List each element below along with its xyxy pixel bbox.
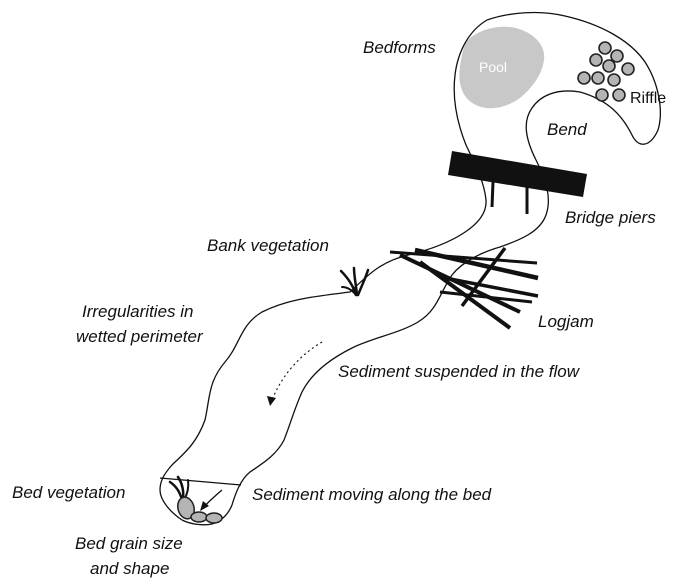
label-bed-vegetation: Bed vegetation <box>12 483 125 502</box>
logjam-logs <box>390 248 538 328</box>
channel-left-bank <box>160 20 487 520</box>
label-bed-grain-line2: and shape <box>90 559 169 578</box>
label-sediment-moving: Sediment moving along the bed <box>252 485 492 504</box>
suspended-sediment-arrow <box>272 342 322 400</box>
label-sediment-suspended: Sediment suspended in the flow <box>338 362 581 381</box>
label-irregularities-line1: Irregularities in <box>82 302 194 321</box>
bank-vegetation-plant <box>341 268 368 295</box>
bridge-deck <box>448 151 587 197</box>
label-bed-grain-line1: Bed grain size <box>75 534 183 553</box>
label-bend: Bend <box>547 120 587 139</box>
suspended-sediment-arrowhead <box>267 396 276 406</box>
label-bedforms: Bedforms <box>363 38 436 57</box>
label-bank-vegetation: Bank vegetation <box>207 236 329 255</box>
bed-grains <box>175 495 222 523</box>
pool-label: Pool <box>479 59 507 75</box>
label-bridge-piers: Bridge piers <box>565 208 656 227</box>
riffle-pebbles <box>578 42 634 101</box>
channel-right-bank <box>182 13 660 525</box>
label-irregularities-line2: wetted perimeter <box>76 327 204 346</box>
label-logjam: Logjam <box>538 312 594 331</box>
bridge-pier-left <box>492 182 493 207</box>
label-riffle: Riffle <box>630 90 666 107</box>
